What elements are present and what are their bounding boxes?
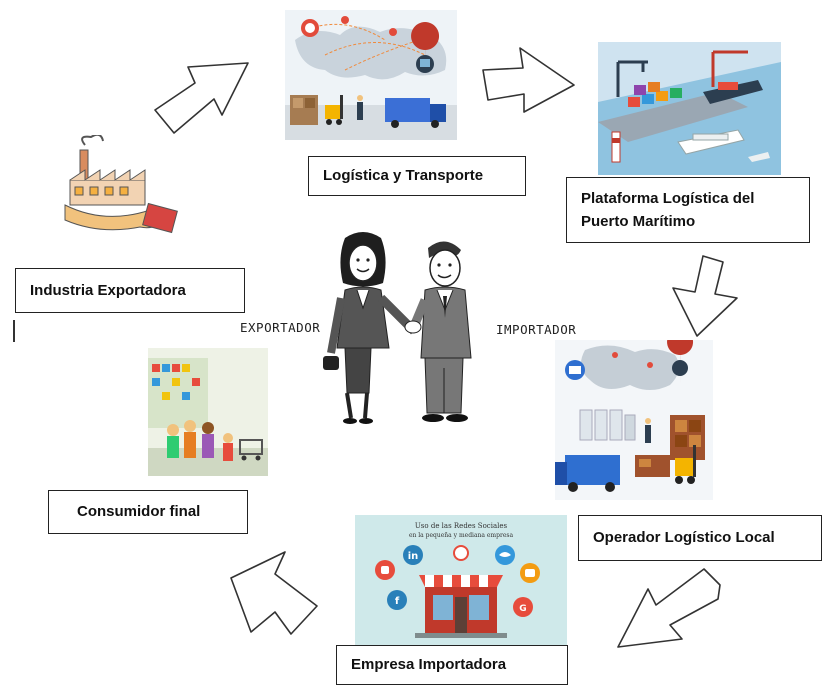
logistics-transport-illustration: [285, 10, 457, 140]
svg-text:f: f: [395, 596, 400, 607]
role-exportador: EXPORTADOR: [240, 320, 321, 335]
supermarket-consumers-illustration: [148, 348, 268, 476]
arrow-empresa-to-consumidor: [230, 551, 318, 635]
node-label: Logística y Transporte: [323, 167, 484, 185]
poster-line-1: Uso de las Redes Sociales: [415, 522, 508, 530]
arrow-operador-to-empresa: [617, 568, 721, 648]
node-industria-exportadora: Industria Exportadora: [15, 268, 245, 313]
storefront-social-media-illustration: Uso de las Redes Sociales en la pequeña …: [355, 515, 567, 645]
arrow-industria-to-logistica: [154, 62, 249, 134]
node-label: Consumidor final: [77, 503, 201, 521]
node-consumidor-final: Consumidor final: [48, 490, 248, 534]
role-importador: IMPORTADOR: [496, 322, 577, 337]
arrow-logistica-to-plataforma: [482, 47, 575, 113]
node-logistica-y-transporte: Logística y Transporte: [308, 156, 526, 196]
logistics-operator-illustration: [555, 340, 713, 500]
seaport-illustration: [598, 42, 781, 175]
factory-in-hand-illustration: [45, 135, 180, 260]
node-plataforma-logistica: Plataforma Logística del Puerto Marítimo: [566, 177, 810, 243]
node-label: Empresa Importadora: [351, 656, 507, 674]
arrow-plataforma-to-operador: [672, 255, 738, 337]
node-label: Operador Logístico Local: [593, 529, 775, 547]
node-empresa-importadora: Empresa Importadora: [336, 645, 568, 685]
node-operador-logistico-local: Operador Logístico Local: [578, 515, 822, 561]
svg-text:in: in: [408, 551, 419, 562]
stray-cursor-mark: [13, 320, 15, 342]
node-label: Industria Exportadora: [30, 281, 186, 299]
svg-text:G: G: [519, 604, 526, 614]
poster-line-2: en la pequeña y mediana empresa: [409, 532, 514, 539]
node-label: Plataforma Logística del Puerto Marítimo: [581, 189, 755, 230]
handshake-illustration: [323, 228, 493, 428]
